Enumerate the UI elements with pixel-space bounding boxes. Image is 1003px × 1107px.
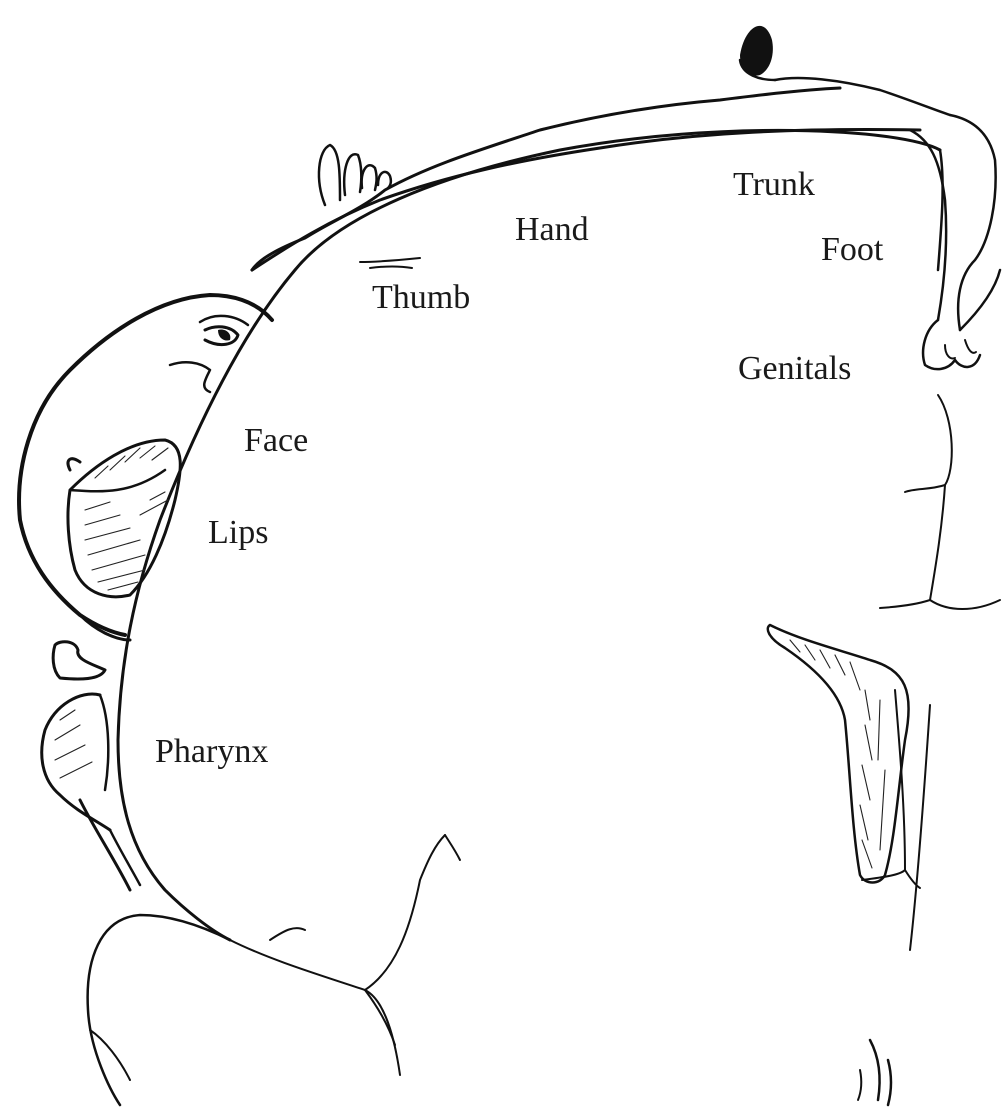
label-hand: Hand bbox=[515, 213, 589, 247]
label-trunk: Trunk bbox=[733, 168, 815, 202]
label-lips: Lips bbox=[208, 516, 268, 550]
thumb-tick bbox=[370, 267, 412, 269]
face-profile bbox=[19, 295, 272, 640]
label-pharynx: Pharynx bbox=[155, 735, 268, 769]
ventricle-hatching bbox=[790, 640, 885, 868]
label-genitals: Genitals bbox=[738, 352, 851, 386]
lips-drawing bbox=[68, 440, 180, 597]
homunculus-body bbox=[252, 26, 1000, 369]
label-face: Face bbox=[244, 424, 308, 458]
pharynx-drawing bbox=[42, 642, 140, 890]
ventricle bbox=[768, 625, 909, 883]
label-foot: Foot bbox=[821, 233, 883, 267]
label-thumb: Thumb bbox=[372, 281, 470, 315]
